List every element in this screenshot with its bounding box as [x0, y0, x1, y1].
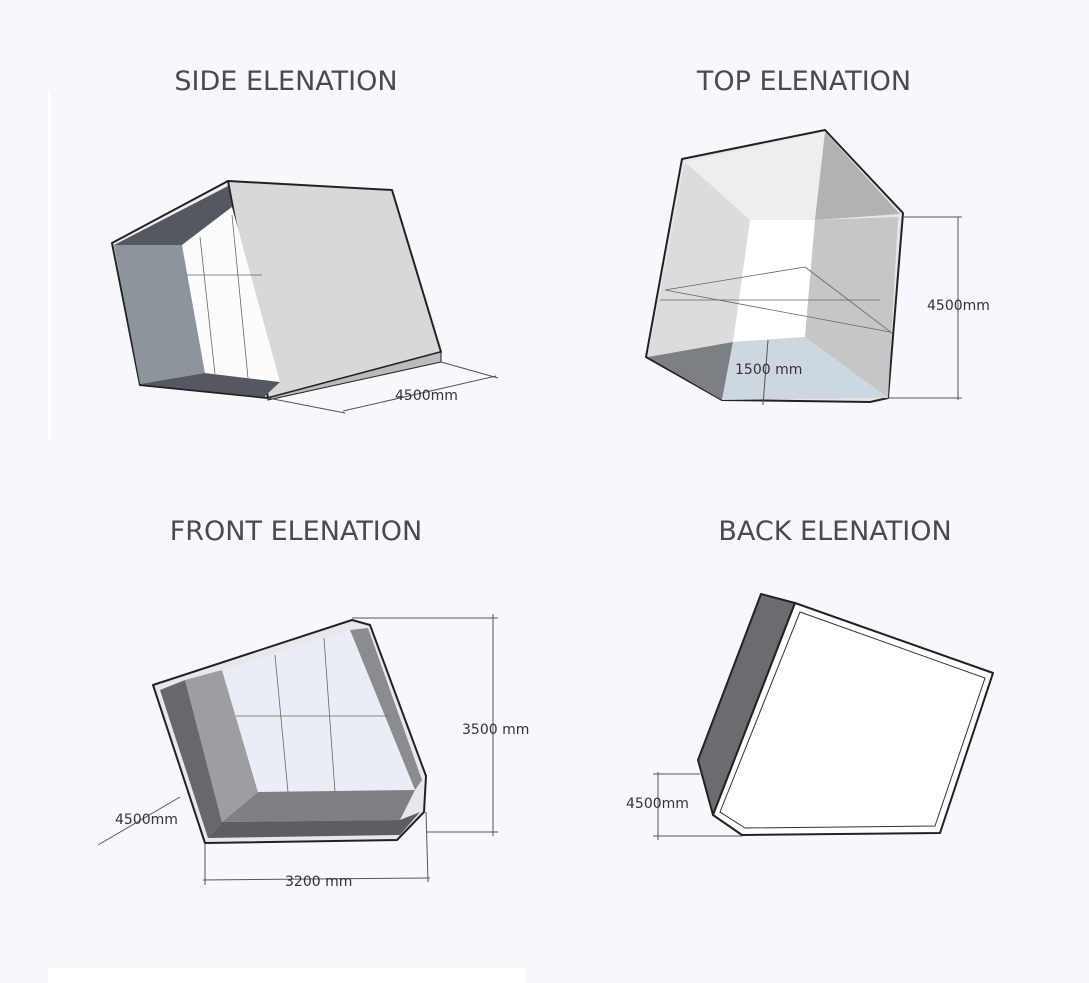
- bottom-strip: [48, 968, 526, 983]
- back-elevation-title: BACK ELENATION: [718, 516, 951, 547]
- back-face: [712, 602, 994, 836]
- side-elevation-title: SIDE ELENATION: [174, 66, 397, 97]
- left-strip: [48, 90, 51, 440]
- top-dim-height: 4500mm: [927, 298, 990, 314]
- side-elevation: SIDE ELENATION 4500mm: [111, 66, 499, 414]
- front-dim-width: 3200 mm: [285, 874, 352, 890]
- side-dim-width: 4500mm: [395, 388, 458, 404]
- front-dim-height: 3500 mm: [462, 722, 529, 738]
- front-elevation-title: FRONT ELENATION: [170, 516, 422, 547]
- front-elevation: FRONT ELENATION 3500 mm 4500mm 3200 mm: [97, 516, 529, 890]
- back-dim-depth: 4500mm: [626, 796, 689, 812]
- top-elevation-title: TOP ELENATION: [696, 66, 911, 97]
- top-dim-depth: 1500 mm: [735, 362, 802, 378]
- top-elevation: TOP ELENATION 4500mm 1500 mm: [645, 66, 990, 406]
- back-elevation: BACK ELENATION 4500mm: [626, 516, 994, 840]
- front-dim-depth: 4500mm: [115, 812, 178, 828]
